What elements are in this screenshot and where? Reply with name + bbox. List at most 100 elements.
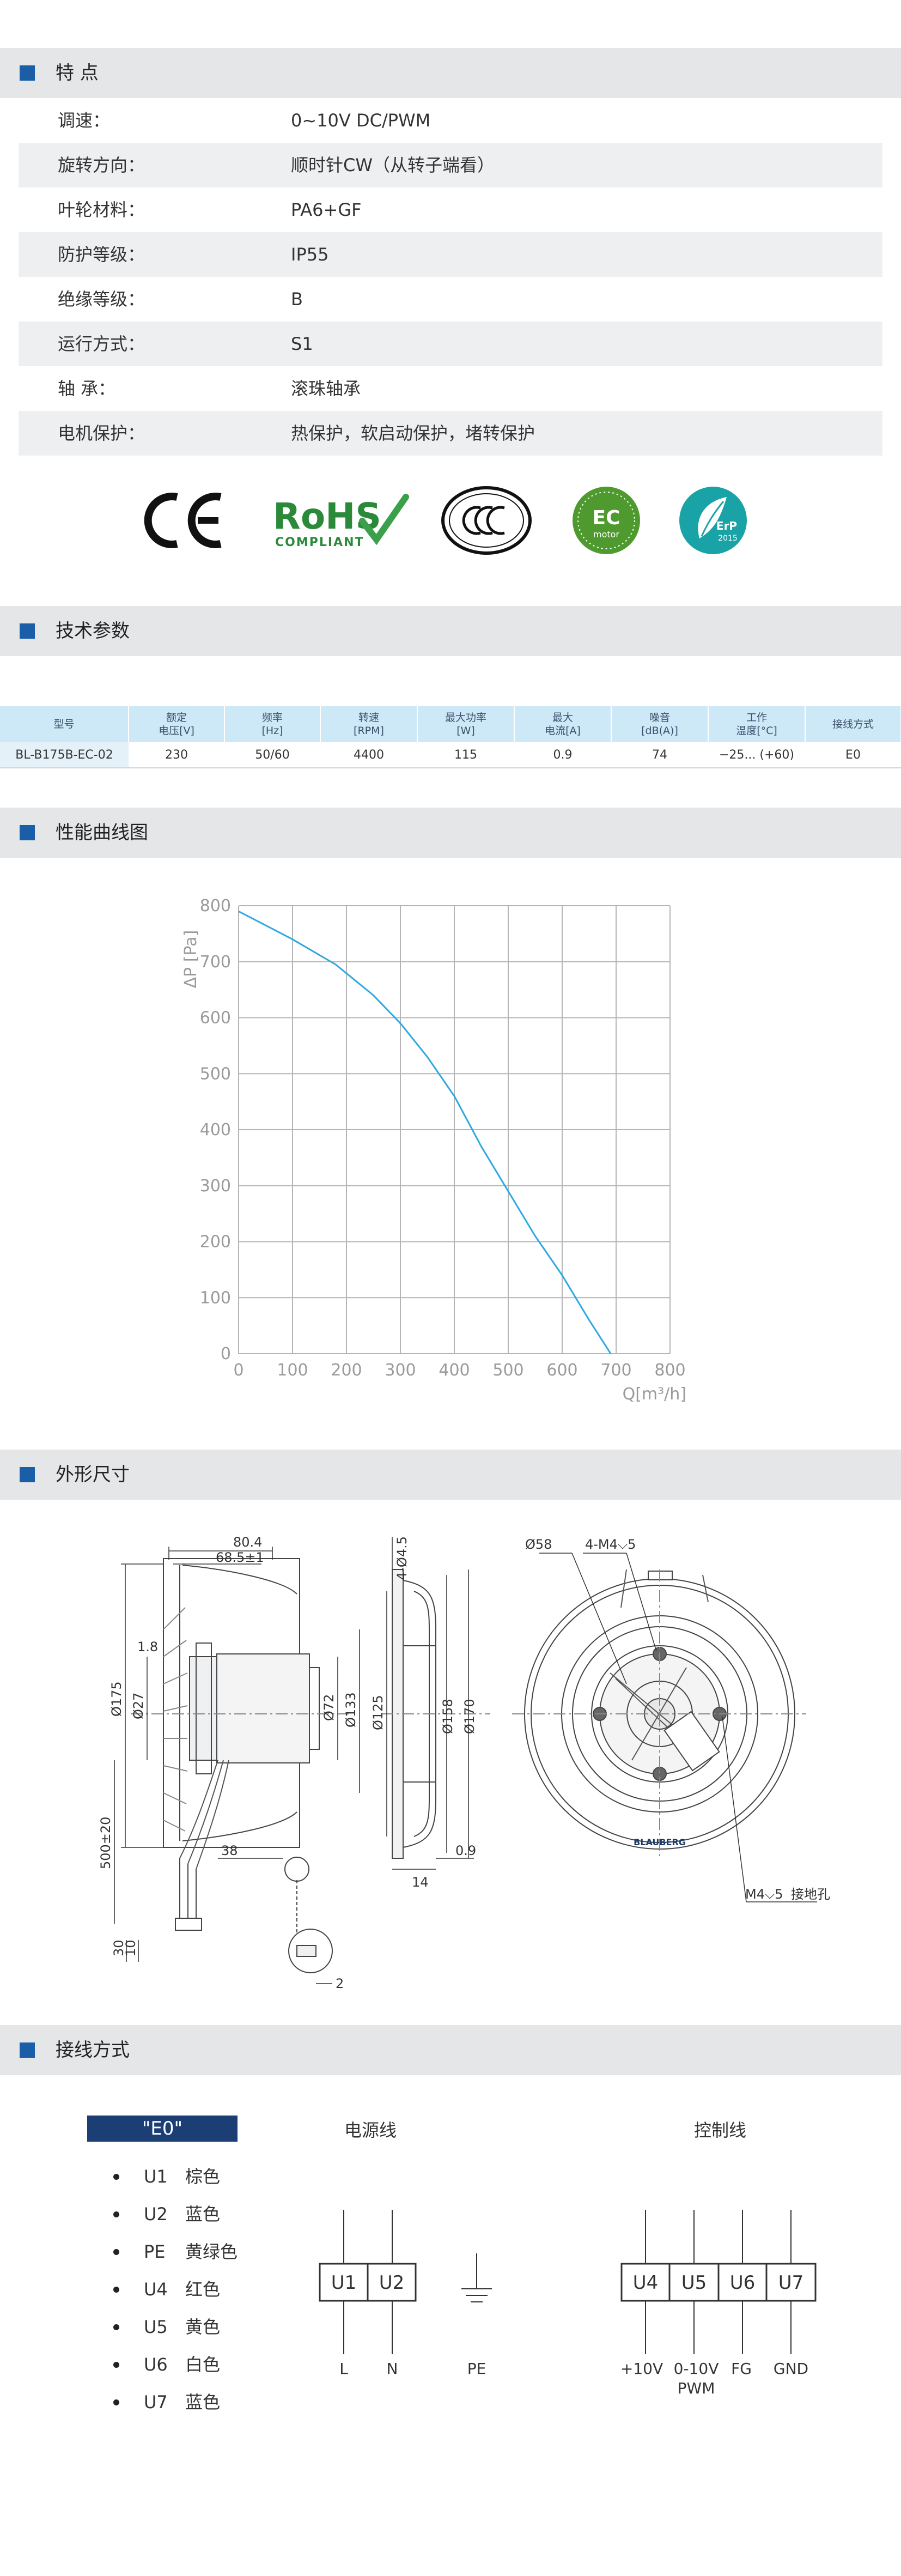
label-pwm: PWM (678, 2379, 715, 2397)
dim-158: Ø158 (440, 1699, 455, 1734)
section-marker-icon (20, 2042, 35, 2058)
dim-58: Ø58 (525, 1537, 552, 1552)
x-tick-label: 100 (277, 1361, 308, 1380)
header-temperature: 工作温度[°C] (708, 706, 806, 742)
wiring-title: 接线方式 (56, 2039, 130, 2061)
x-tick-label: 500 (492, 1361, 523, 1380)
ground-hole-label: 接地孔 (791, 1887, 830, 1902)
dim-125: Ø125 (370, 1695, 386, 1730)
x-tick-label: 200 (331, 1361, 362, 1380)
y-tick-label: 800 (200, 896, 231, 916)
label-0-10v: 0-10V (674, 2360, 719, 2378)
dim-27: Ø27 (131, 1693, 146, 1719)
header-power: 最大功率[W] (417, 706, 515, 742)
dim-72: Ø72 (321, 1694, 337, 1721)
y-tick-label: 100 (200, 1288, 231, 1307)
dim-4-4-5: 4-Ø4.5 (394, 1536, 410, 1580)
cell-temperature: −25... (+60) (708, 742, 805, 768)
dimension-drawing: 80.4 68.5±1 1.8 Ø175 Ø27 Ø72 Ø133 500±20… (98, 1535, 830, 1991)
header-frequency: 频率[Hz] (224, 706, 321, 742)
side-view-dimensions (114, 1547, 360, 1984)
cell-voltage: 230 (129, 742, 224, 768)
feature-row-bearing: 轴 承： 滚珠轴承 (19, 366, 882, 411)
feature-label: 电机保护： (58, 423, 145, 444)
dim-0-9: 0.9 (455, 1843, 476, 1858)
erp-text: ErP (716, 519, 737, 532)
cell-frequency: 50/60 (224, 742, 320, 768)
feature-label: 调速： (58, 110, 111, 131)
dim-2: 2 (336, 1976, 344, 1991)
feature-value: 热保护，软启动保护，堵转保护 (291, 423, 535, 444)
feature-label: 叶轮材料： (58, 199, 145, 220)
inlet-ring-drawing (381, 1569, 490, 1859)
dim-10: 10 (123, 1939, 138, 1956)
dim-133: Ø133 (343, 1692, 358, 1728)
feature-label: 防护等级： (58, 244, 145, 265)
x-tick-label: 800 (654, 1361, 685, 1380)
inlet-ring-dimensions (386, 1537, 474, 1870)
x-tick-label: 300 (385, 1361, 416, 1380)
cell-speed: 4400 (320, 742, 417, 768)
wiring-diagram: 电源线 控制线 U1 U2 L N PE (319, 2120, 817, 2397)
cell-model: BL-B175B-EC-02 (0, 742, 129, 768)
dim-175: Ø175 (109, 1681, 124, 1717)
ec-motor-icon: EC motor (573, 487, 640, 554)
specs-title: 技术参数 (56, 620, 130, 642)
feature-row-operation: 运行方式： S1 (19, 322, 882, 366)
dimensions-section-header: 外形尺寸 (0, 1450, 901, 1500)
curve-section-header: 性能曲线图 (0, 808, 901, 858)
dim-1-8: 1.8 (137, 1639, 158, 1654)
y-tick-label: 600 (200, 1009, 231, 1028)
front-view-leaders (539, 1553, 817, 1902)
cell-power: 115 (417, 742, 514, 768)
dim-38: 38 (221, 1843, 238, 1858)
feature-value: 0~10V DC/PWM (291, 110, 431, 131)
terminal-u1-label: U1 (331, 2272, 357, 2294)
section-marker-icon (20, 623, 35, 639)
feature-row-protection: 防护等级： IP55 (19, 232, 882, 277)
terminal-u7-label: U7 (778, 2272, 804, 2294)
front-view-drawing (512, 1569, 806, 1858)
feature-label: 旋转方向： (58, 155, 145, 175)
spec-table: 型号 额定电压[V] 频率[Hz] 转速[RPM] 最大功率[W] 最大电流[A… (0, 706, 901, 768)
feature-value: 滚珠轴承 (291, 378, 361, 399)
wiring-legend-title: "E0" (87, 2116, 238, 2142)
y-tick-label: 0 (221, 1344, 231, 1363)
features-title: 特 点 (56, 62, 99, 84)
header-wiring: 接线方式 (805, 706, 901, 742)
x-tick-label: 600 (546, 1361, 577, 1380)
y-tick-label: 700 (200, 953, 231, 972)
wiring-section-header: 接线方式 (0, 2025, 901, 2075)
feature-row-rotation: 旋转方向： 顺时针CW（从转子端看） (19, 143, 882, 187)
feature-value: PA6+GF (291, 199, 362, 220)
y-tick-label: 500 (200, 1064, 231, 1083)
feature-label: 运行方式： (58, 334, 145, 354)
dim-500: 500±20 (98, 1817, 113, 1869)
feature-value: B (291, 289, 303, 310)
section-marker-icon (20, 1467, 35, 1482)
label-pe: PE (467, 2360, 486, 2378)
ce-mark-icon (144, 493, 222, 548)
feature-label: 轴 承： (58, 378, 116, 399)
header-model: 型号 (0, 706, 129, 742)
terminal-u2-label: U2 (379, 2272, 405, 2294)
y-tick-label: 200 (200, 1233, 231, 1252)
erp-year-text: 2015 (718, 534, 738, 543)
feature-row-speed: 调速： 0~10V DC/PWM (19, 98, 882, 143)
terminal-u4-label: U4 (633, 2272, 659, 2294)
specs-section-header: 技术参数 (0, 606, 901, 656)
terminal-u2 (367, 2263, 417, 2302)
terminal-u6-label: U6 (730, 2272, 756, 2294)
feature-value: IP55 (291, 244, 329, 265)
terminal-u5 (668, 2263, 720, 2302)
ec-text: EC (592, 507, 620, 529)
dim-170: Ø170 (462, 1699, 477, 1734)
features-section-header: 特 点 (0, 48, 901, 98)
feature-label: 绝缘等级： (58, 289, 145, 310)
header-current: 最大电流[A] (514, 706, 612, 742)
feature-value: 顺时针CW（从转子端看） (291, 155, 495, 175)
label-n: N (387, 2360, 398, 2378)
power-line-title: 电源线 (344, 2120, 397, 2141)
section-marker-icon (20, 825, 35, 840)
